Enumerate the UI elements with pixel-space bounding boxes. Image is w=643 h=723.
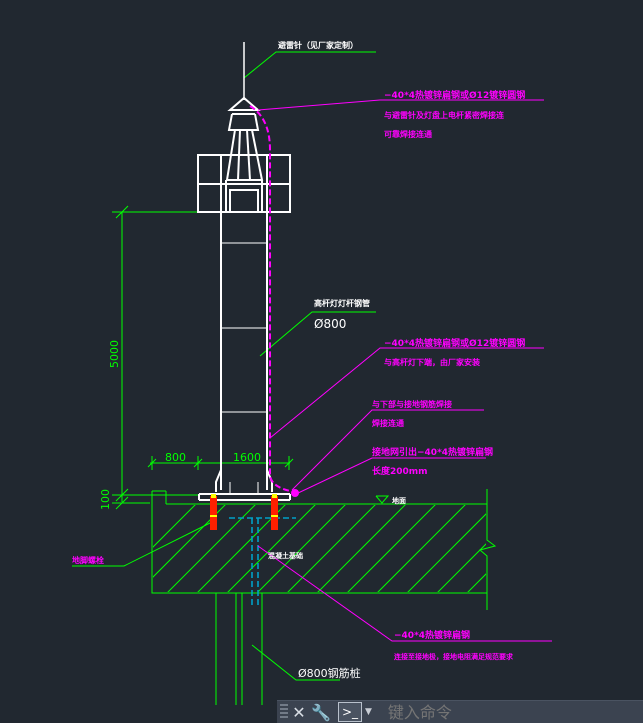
- dimension-lines: [72, 51, 497, 705]
- anchor-bolt-note: 地脚螺栓: [72, 555, 104, 565]
- anchor-bolts: [210, 494, 278, 530]
- close-icon[interactable]: ✕: [292, 702, 306, 722]
- chevron-down-icon[interactable]: ▼: [365, 707, 372, 717]
- pole-diameter: Ø800: [314, 317, 346, 331]
- dim-100: 100: [99, 489, 112, 510]
- callout2-line2: 与高杆灯下端，由厂家安装: [384, 357, 480, 367]
- callout1-line2: 与避雷针及灯盘上电杆紧密焊接连: [384, 110, 505, 120]
- callout3-line2: 焊接连通: [372, 418, 404, 428]
- pole-note: 高杆灯灯杆钢管: [314, 298, 370, 308]
- drag-handle-icon[interactable]: [280, 704, 288, 720]
- bottom-callout-line2: 连接至接地极，接地电阻满足规范要求: [394, 652, 514, 661]
- concrete-note: 混凝土基础: [268, 551, 303, 560]
- callout1-line3: 可靠焊接连通: [384, 129, 432, 139]
- callout3-line1: 与下部与接地钢筋焊接: [372, 399, 452, 409]
- ground-mark-label: 地面: [392, 496, 406, 505]
- callout2-line1: −40*4热镀锌扁钢或Ø12镀锌圆钢: [384, 337, 525, 349]
- bottom-callout-line1: −40*4热镀锌扁钢: [394, 629, 470, 641]
- rebar-cage: [229, 517, 296, 605]
- dim-800: 800: [165, 451, 186, 464]
- command-input[interactable]: [385, 701, 590, 723]
- high-mast-pole: [197, 42, 291, 501]
- callout-leaders: [257, 99, 552, 642]
- callout1-line1: −40*4热镀锌扁钢或Ø12镀锌圆钢: [384, 89, 525, 101]
- command-line-bar[interactable]: ✕ 🔧 >_ ▼: [277, 700, 643, 723]
- callout4-line2: 长度200mm: [372, 465, 428, 477]
- dim-1600: 1600: [233, 451, 261, 464]
- command-prompt-icon[interactable]: >_: [338, 702, 362, 722]
- lightning-rod-label: 避雷针（见厂家定制）: [278, 40, 358, 50]
- dim-5000: 5000: [108, 340, 121, 368]
- pile-note: Ø800钢筋桩: [298, 666, 361, 680]
- wrench-icon[interactable]: 🔧: [311, 702, 331, 722]
- foundation-hatch: [153, 505, 486, 592]
- callout4-line1: 接地网引出−40*4热镀锌扁钢: [372, 446, 493, 458]
